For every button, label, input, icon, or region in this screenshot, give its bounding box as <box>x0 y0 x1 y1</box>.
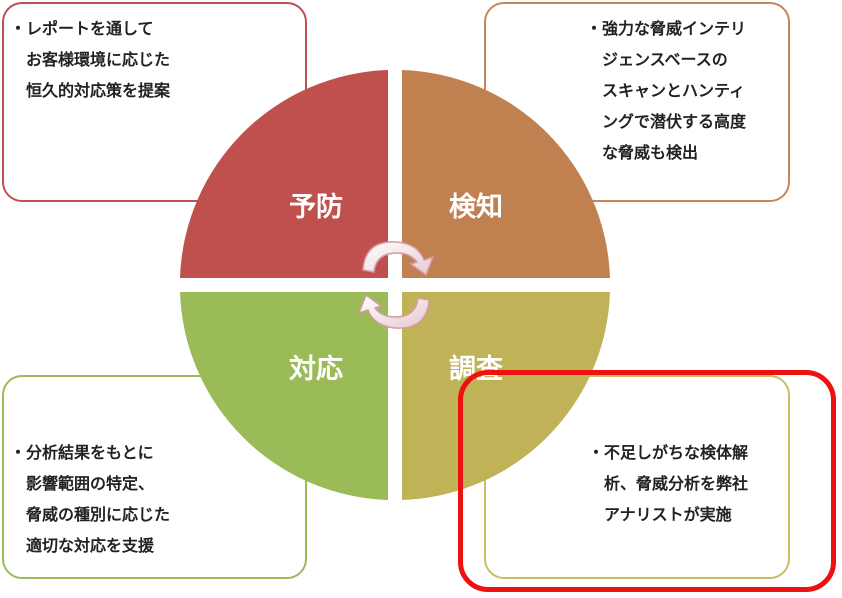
detection-line-5: な脅威も検出 <box>586 143 699 162</box>
quadrant-label-prevent: 予防 <box>289 192 343 223</box>
prevention-line-1: ・レポートを通して <box>10 19 154 38</box>
prevention-line-2: お客様環境に応じた <box>10 50 171 69</box>
investigation-line-3: アナリストが実施 <box>588 505 732 524</box>
response-line-4: 適切な対応を支援 <box>10 536 155 555</box>
detection-line-3: スキャンとハンティ <box>586 81 746 100</box>
quadrant-investigate <box>402 292 610 500</box>
quadrant-respond <box>180 292 388 500</box>
quadrant-detect <box>402 70 610 278</box>
response-description-text: ・分析結果をもとに 影響範囲の特定、 脅威の種別に応じた 適切な対応を支援 <box>10 437 170 561</box>
detection-description-text: ・強力な脅威インテリ ジェンスベースの スキャンとハンティ ングで潜伏する高度 … <box>586 13 746 168</box>
quadrant-label-respond: 対応 <box>289 353 343 385</box>
response-line-2: 影響範囲の特定、 <box>10 474 155 493</box>
prevention-description-text: ・レポートを通して お客様環境に応じた 恒久的対応策を提案 <box>10 13 170 106</box>
quadrant-prevent <box>180 70 388 278</box>
highlight-frame <box>458 370 836 592</box>
quadrant-label-detect: 検知 <box>449 192 503 223</box>
cycle-arrow-top-icon <box>362 241 435 277</box>
response-line-3: 脅威の種別に応じた <box>10 505 171 524</box>
prevention-line-3: 恒久的対応策を提案 <box>10 81 171 100</box>
detection-line-2: ジェンスベースの <box>586 50 728 69</box>
detection-line-4: ングで潜伏する高度 <box>586 112 747 131</box>
cycle-arrow-bottom-icon <box>357 293 430 329</box>
investigation-line-2: 析、脅威分析を弊社 <box>588 474 749 493</box>
detection-line-1: ・強力な脅威インテリ <box>586 19 747 38</box>
response-line-1: ・分析結果をもとに <box>10 443 154 462</box>
investigation-line-1: ・不足しがちな検体解 <box>588 443 749 462</box>
investigation-description-text: ・不足しがちな検体解 析、脅威分析を弊社 アナリストが実施 <box>588 437 748 530</box>
